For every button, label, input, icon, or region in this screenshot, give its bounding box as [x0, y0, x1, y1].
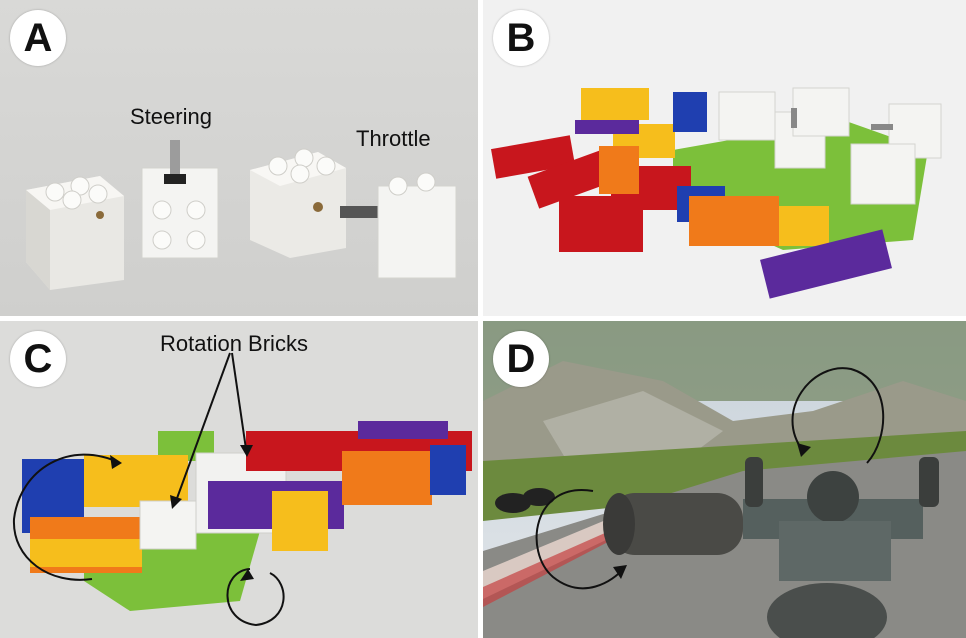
- curb-stripes: [483, 525, 629, 607]
- orange-brick: [689, 196, 779, 246]
- throttle-brick: [340, 172, 457, 279]
- panel-a-image: [0, 0, 478, 316]
- panel-a-letter: A: [10, 10, 66, 66]
- tire-barrier: [495, 493, 531, 513]
- rotation-brick-1: [139, 500, 197, 550]
- blue-brick-1: [673, 92, 707, 132]
- rotation-arrow-bottom: [226, 568, 285, 627]
- yellow-brick-small: [272, 491, 328, 551]
- panel-d-letter: D: [493, 331, 549, 387]
- orange-brick-right: [342, 451, 432, 505]
- blue-brick-right: [430, 445, 466, 495]
- panel-d-photo: D: [483, 321, 966, 638]
- red-brick-2: [527, 149, 615, 209]
- throttle-label: Throttle: [356, 126, 431, 151]
- rotation-bricks-label: Rotation Bricks: [160, 331, 308, 356]
- pointer-line-2: [231, 352, 247, 450]
- motorcycle-tank: [767, 583, 887, 638]
- grass: [483, 431, 966, 521]
- panel-d-image: [483, 321, 966, 638]
- purple-brick-1: [575, 120, 639, 134]
- rotation-arrow-grip: [535, 489, 624, 590]
- panel-b-image: [483, 0, 966, 316]
- purple-brick-2: [760, 229, 892, 299]
- yellow-brick-1: [581, 88, 649, 120]
- panel-b-photo: B: [483, 0, 966, 316]
- panel-c-letter: C: [10, 331, 66, 387]
- white-brick-b5: [850, 143, 916, 205]
- steering-label: Steering: [130, 104, 212, 129]
- handlebar-grip: [609, 493, 743, 555]
- orange-brick-small: [599, 146, 639, 194]
- rotation-arrow-throttle: [791, 367, 885, 464]
- white-brick-b3: [792, 87, 850, 137]
- rotation-arrow-left: [12, 453, 121, 581]
- steering-brick: [141, 140, 219, 259]
- panel-c-image: [0, 321, 478, 638]
- panel-c-photo: C Rotation Bricks: [0, 321, 478, 638]
- panel-b-letter: B: [493, 10, 549, 66]
- white-brick-1: [26, 176, 124, 290]
- white-brick-3: [250, 148, 346, 258]
- panel-a-photo: A Steering Throttle: [0, 0, 478, 316]
- white-brick-b1: [718, 91, 776, 141]
- pointer-line-1: [175, 352, 231, 502]
